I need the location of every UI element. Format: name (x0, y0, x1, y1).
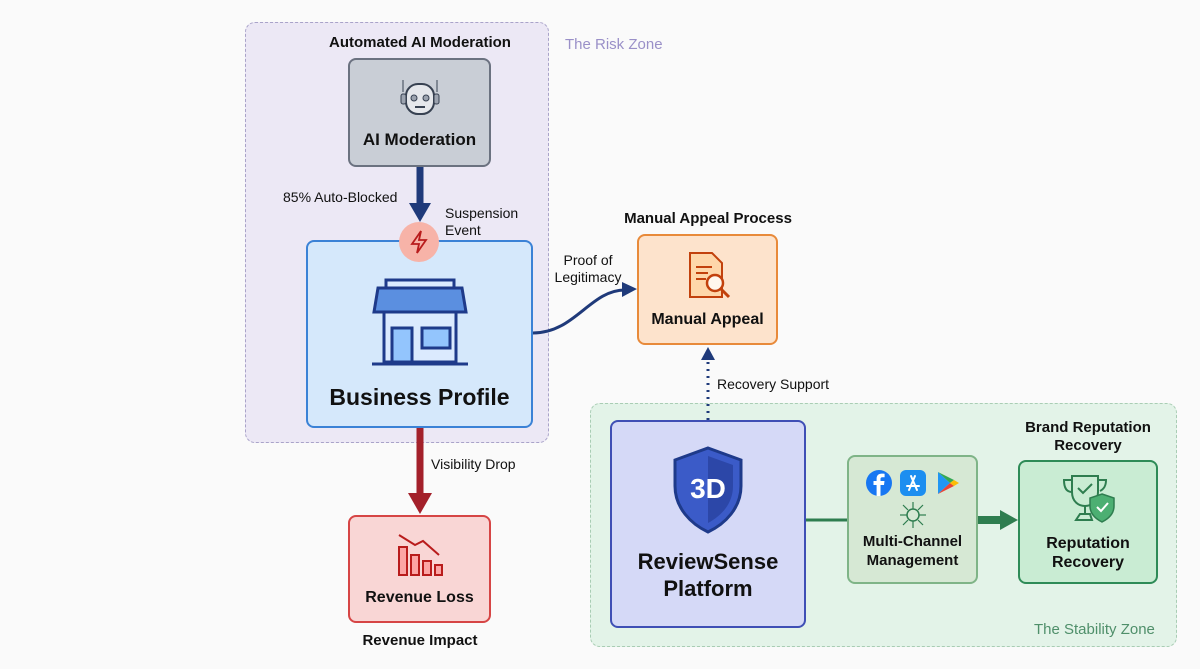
manual-appeal-node: Manual Appeal (637, 234, 778, 345)
storefront-icon (371, 278, 468, 365)
reputation-recovery-label: Reputation Recovery (1046, 535, 1130, 571)
document-search-icon (688, 251, 730, 298)
reviewsense-label: ReviewSense Platform (637, 549, 779, 601)
app-store-icon (899, 469, 926, 496)
revenue-loss-label: Revenue Loss (365, 589, 474, 606)
manual-appeal-title: Manual Appeal Process (624, 210, 792, 227)
sync-network-icon (899, 501, 926, 528)
reviewsense-node: 3D ReviewSense Platform (610, 420, 806, 628)
multi-channel-label: Multi-Channel Management (862, 532, 963, 569)
trophy-shield-icon (1062, 475, 1115, 523)
robot-icon (400, 79, 439, 115)
business-profile-node: Business Profile (306, 240, 533, 428)
suspension-event-marker (399, 222, 439, 262)
recovery-support-label: Recovery Support (717, 376, 830, 392)
multi-channel-node: Multi-Channel Management (847, 455, 978, 584)
auto-blocked-label: 85% Auto-Blocked (283, 189, 398, 205)
facebook-icon (865, 469, 892, 496)
ai-moderation-node: AI Moderation (348, 58, 491, 167)
revenue-impact-caption: Revenue Impact (362, 632, 478, 649)
ai-moderation-label: AI Moderation (362, 129, 477, 149)
risk-zone-label: The Risk Zone (565, 36, 663, 53)
business-profile-label: Business Profile (329, 383, 510, 410)
google-play-icon (937, 471, 959, 494)
reputation-recovery-node: Reputation Recovery (1018, 460, 1158, 584)
revenue-loss-node: Revenue Loss (348, 515, 491, 623)
lightning-icon (410, 230, 428, 254)
suspension-label: Suspension Event (445, 205, 519, 238)
shield-badge: 3D (690, 473, 726, 504)
visibility-drop-label: Visibility Drop (431, 456, 516, 472)
brand-reputation-title: Brand Reputation Recovery (1025, 419, 1151, 454)
stability-zone-label: The Stability Zone (1034, 621, 1155, 638)
declining-bar-chart-icon (397, 534, 443, 576)
shield-icon: 3D (673, 446, 743, 534)
manual-appeal-label: Manual Appeal (651, 310, 764, 328)
arrow-proof (532, 288, 626, 335)
risk-zone-title: Automated AI Moderation (329, 34, 511, 51)
proof-label: Proof of Legitimacy (554, 252, 622, 285)
